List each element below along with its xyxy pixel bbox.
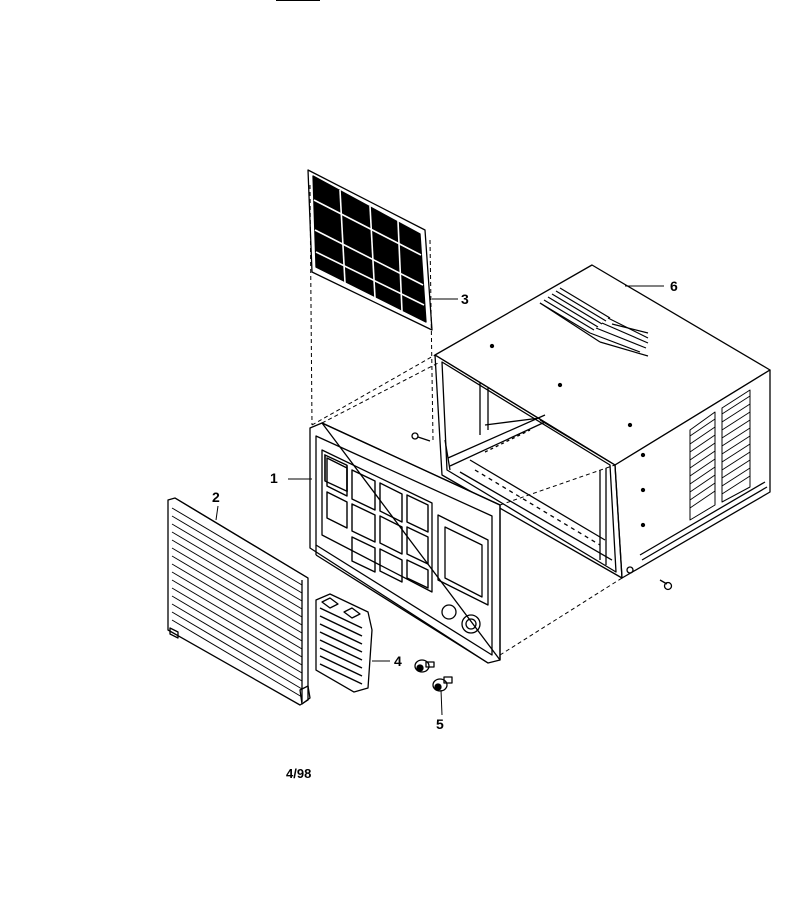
callout-1: 1 [270,470,278,486]
cabinet-side-vent [689,395,751,509]
assembly-dashed-lines [309,184,623,656]
cabinet-top-vent [539,287,649,357]
air-filter [307,169,433,331]
leader-lines [215,285,664,716]
callout-6: 6 [670,278,678,294]
callout-4: 4 [394,653,402,669]
control-knobs [414,659,453,692]
callout-5: 5 [436,716,444,732]
date-code: 4/98 [286,766,312,781]
callout-2: 2 [212,489,220,505]
callout-3: 3 [461,291,469,307]
front-grille [167,497,311,706]
louver [315,593,373,693]
